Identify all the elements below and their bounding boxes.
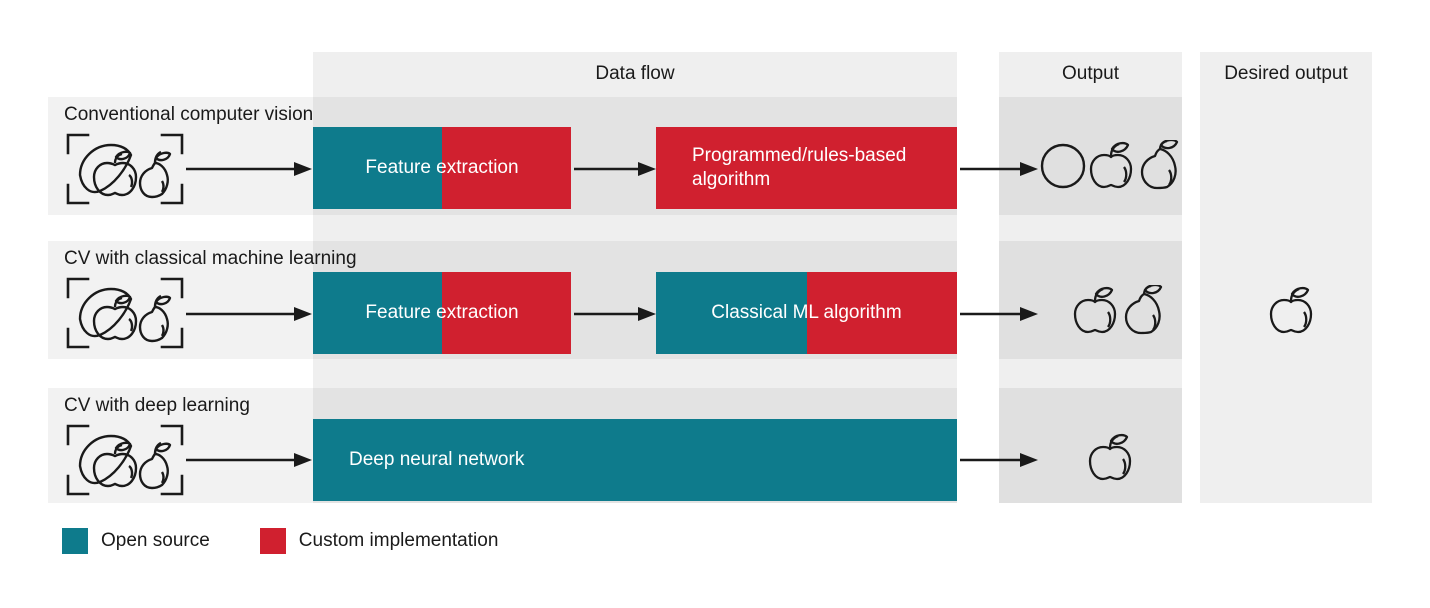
- legend-label: Custom implementation: [298, 530, 499, 551]
- fruit-scan-icon: [66, 424, 184, 496]
- arrow-classical-ml-to-output-2: [960, 307, 1038, 321]
- segment-custom-implementation: [656, 127, 957, 209]
- segment-custom-implementation: [442, 127, 571, 209]
- segment-open-source: [313, 272, 442, 354]
- legend-label: Open source: [101, 530, 210, 551]
- segment-custom-implementation: [442, 272, 571, 354]
- segment-custom-implementation: [807, 272, 957, 354]
- arrow-deep-neural-network-to-output-3: [960, 453, 1038, 467]
- row-label-cv-with-classical-machine-learning: CV with classical machine learning: [64, 248, 357, 269]
- fruit-scan-icon: [66, 133, 184, 205]
- segment-open-source: [313, 127, 442, 209]
- legend-item-open-source: Open source: [62, 528, 210, 554]
- process-box-deep-neural-network[interactable]: Deep neural network: [313, 419, 957, 501]
- row-label-cv-with-deep-learning: CV with deep learning: [64, 395, 250, 416]
- legend: Open source Custom implementation: [62, 528, 498, 554]
- process-box-feature-extraction-1[interactable]: Feature extraction: [313, 127, 571, 209]
- apple-icon: [1088, 140, 1134, 195]
- arrow-rules-algorithm-to-output-1: [960, 162, 1038, 176]
- row-output-band-1: [999, 97, 1182, 215]
- apple-icon: [1087, 432, 1133, 487]
- desired-output-apple-icon: [1268, 285, 1314, 340]
- column-title-output: Output: [1061, 63, 1120, 84]
- segment-open-source: [656, 272, 807, 354]
- row-left-band-2: [48, 241, 313, 359]
- row-left-band-1: [48, 97, 313, 215]
- row-output-band-3: [999, 388, 1182, 503]
- row-label-conventional-computer-vision: Conventional computer vision: [64, 104, 314, 125]
- output-icons-row-2: [1072, 283, 1166, 340]
- segment-open-source: [313, 419, 957, 501]
- arrow-input-to-feature-extraction-2: [186, 307, 312, 321]
- circle-icon: [1040, 140, 1086, 195]
- column-title-desired-output: Desired output: [1224, 63, 1348, 84]
- column-title-data-flow: Data flow: [595, 63, 675, 84]
- arrow-feature-extraction-to-classical-ml: [574, 307, 656, 321]
- process-box-programmed-rules-based-algorithm[interactable]: Programmed/rules-based algorithm: [656, 127, 957, 209]
- pear-icon: [1120, 283, 1166, 340]
- output-icons-row-1: [1040, 138, 1182, 195]
- apple-icon: [1072, 285, 1118, 340]
- column-band-desired-output: [1200, 52, 1372, 503]
- output-icons-row-3: [1087, 432, 1133, 487]
- arrow-feature-extraction-to-rules-algorithm: [574, 162, 656, 176]
- teal-swatch-icon: [62, 528, 88, 554]
- red-swatch-icon: [259, 528, 286, 554]
- pear-icon: [1136, 138, 1182, 195]
- arrow-input-to-deep-neural-network: [186, 453, 312, 467]
- fruit-scan-icon: [66, 277, 184, 349]
- process-box-classical-ml-algorithm[interactable]: Classical ML algorithm: [656, 272, 957, 354]
- legend-item-custom-implementation: Custom implementation: [259, 528, 499, 554]
- process-box-feature-extraction-2[interactable]: Feature extraction: [313, 272, 571, 354]
- arrow-input-to-feature-extraction-1: [186, 162, 312, 176]
